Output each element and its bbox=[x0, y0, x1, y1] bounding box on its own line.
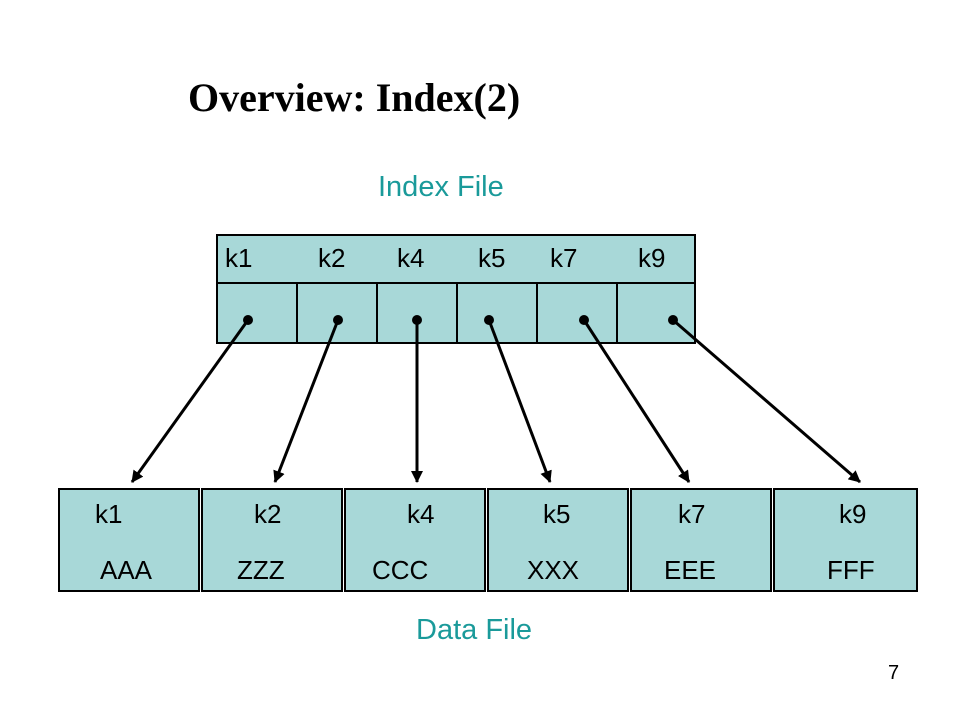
data-record-key: k9 bbox=[839, 499, 867, 529]
index-key-k4: k4 bbox=[397, 243, 425, 273]
page-number: 7 bbox=[888, 662, 900, 684]
data-record-value: CCC bbox=[372, 555, 429, 585]
index-cell-3 bbox=[456, 282, 538, 344]
index-key-k5: k5 bbox=[478, 243, 506, 273]
index-key-k2: k2 bbox=[318, 243, 346, 273]
index-file-caption: Index File bbox=[378, 171, 504, 203]
index-key-k1: k1 bbox=[225, 243, 253, 273]
data-record-4 bbox=[630, 488, 772, 592]
data-record-value: AAA bbox=[100, 555, 153, 585]
data-record-key: k5 bbox=[543, 499, 571, 529]
pointer-arrow-k1 bbox=[130, 319, 250, 483]
data-record-3 bbox=[487, 488, 629, 592]
data-record-key: k7 bbox=[678, 499, 706, 529]
data-record-0 bbox=[58, 488, 200, 592]
pointer-dot-k2 bbox=[333, 315, 343, 325]
data-record-key: k2 bbox=[254, 499, 282, 529]
data-record-key: k4 bbox=[407, 499, 435, 529]
pointer-dot-k7 bbox=[579, 315, 589, 325]
pointer-arrow-k2 bbox=[273, 319, 340, 483]
index-cell-4 bbox=[536, 282, 618, 344]
pointer-arrow-k5 bbox=[487, 319, 552, 483]
data-record-1 bbox=[201, 488, 343, 592]
data-record-2 bbox=[344, 488, 486, 592]
data-record-key: k1 bbox=[95, 499, 123, 529]
data-record-value: EEE bbox=[664, 555, 717, 585]
pointer-dot-k1 bbox=[243, 315, 253, 325]
index-key-k7: k7 bbox=[550, 243, 578, 273]
slide-title: Overview: Index(2) bbox=[188, 75, 521, 120]
data-record-5 bbox=[773, 488, 918, 592]
pointer-dot-k5 bbox=[484, 315, 494, 325]
data-record-value: XXX bbox=[527, 555, 580, 585]
pointer-arrow-k9 bbox=[672, 318, 861, 484]
data-record-value: FFF bbox=[827, 555, 875, 585]
index-key-k9: k9 bbox=[638, 243, 666, 273]
pointer-dot-k4 bbox=[412, 315, 422, 325]
pointer-dot-k9 bbox=[668, 315, 678, 325]
data-record-value: ZZZ bbox=[237, 555, 285, 585]
data-file-caption: Data File bbox=[416, 614, 533, 646]
index-cell-5 bbox=[616, 282, 696, 344]
pointer-arrow-k7 bbox=[582, 319, 691, 483]
